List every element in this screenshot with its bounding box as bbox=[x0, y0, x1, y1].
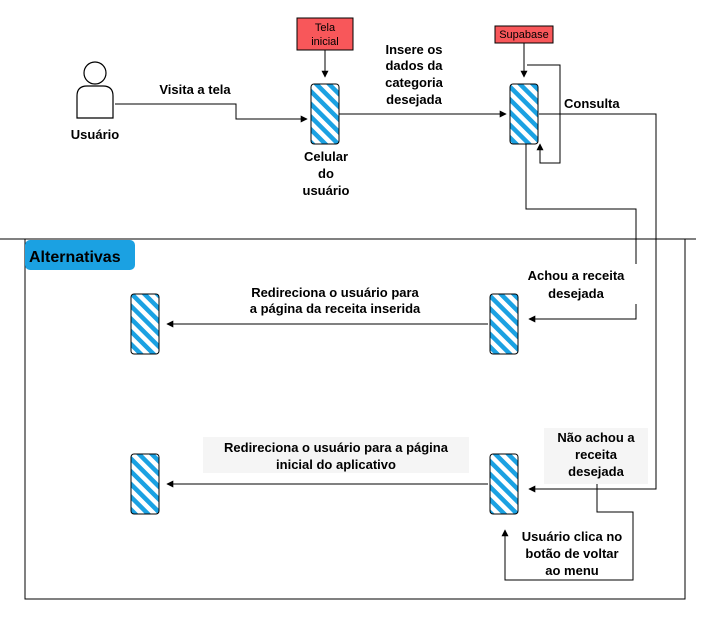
found-label-2: desejada bbox=[548, 286, 604, 301]
not-found-label-2: receita bbox=[575, 447, 618, 462]
redirect-home-label-1: Redireciona o usuário para a página bbox=[224, 440, 449, 455]
alternatives-title-box bbox=[25, 240, 135, 270]
visit-label: Visita a tela bbox=[159, 82, 231, 97]
query-label: Consulta bbox=[564, 96, 620, 111]
redirect-home-label-2: inicial do aplicativo bbox=[276, 457, 396, 472]
back-button-arrow bbox=[501, 484, 634, 581]
phone-activation bbox=[310, 83, 340, 145]
user-actor-icon bbox=[76, 61, 114, 119]
back-button-label-bg bbox=[512, 528, 632, 578]
visit-arrow bbox=[115, 103, 308, 123]
not-found-arrow bbox=[528, 113, 657, 493]
phone-label-1: Celular bbox=[304, 149, 348, 164]
found-arrow bbox=[525, 144, 637, 323]
tela-inicial-line2: inicial bbox=[311, 36, 339, 48]
supabase-label: Supabase bbox=[499, 29, 549, 41]
redirect-recipe-label-2: a página da receita inserida bbox=[250, 301, 421, 316]
insert-label-2: dados da bbox=[385, 58, 443, 73]
tela-inicial-tag bbox=[296, 17, 354, 51]
query-loop-arrow bbox=[527, 64, 561, 164]
back-button-label-1: Usuário clica no bbox=[522, 529, 622, 544]
found-label-1: Achou a receita bbox=[528, 268, 626, 283]
back-button-label-3: ao menu bbox=[545, 563, 599, 578]
alternatives-frame bbox=[24, 238, 686, 600]
supabase-activation bbox=[509, 83, 539, 145]
recipe-page-activation bbox=[130, 293, 160, 355]
tela-inicial-line1: Tela bbox=[315, 22, 336, 34]
not-found-label-1: Não achou a bbox=[557, 430, 635, 445]
not-found-label-3: desejada bbox=[568, 464, 624, 479]
found-label-bg bbox=[515, 264, 637, 304]
insert-label-1: Insere os bbox=[385, 42, 442, 57]
redirect-recipe-label-1: Redireciona o usuário para bbox=[251, 285, 419, 300]
found-activation bbox=[489, 293, 519, 355]
home-page-activation bbox=[130, 453, 160, 515]
redirect-home-label-bg bbox=[203, 437, 469, 473]
not-found-activation bbox=[489, 453, 519, 515]
phone-label-3: usuário bbox=[303, 183, 350, 198]
back-button-label-2: botão de voltar bbox=[525, 546, 618, 561]
phone-label-2: do bbox=[318, 166, 334, 181]
not-found-label-bg bbox=[544, 428, 648, 484]
alternatives-title: Alternativas bbox=[29, 249, 121, 266]
user-label: Usuário bbox=[71, 127, 119, 142]
insert-label-3: categoria bbox=[385, 75, 444, 90]
insert-label-4: desejada bbox=[386, 92, 442, 107]
